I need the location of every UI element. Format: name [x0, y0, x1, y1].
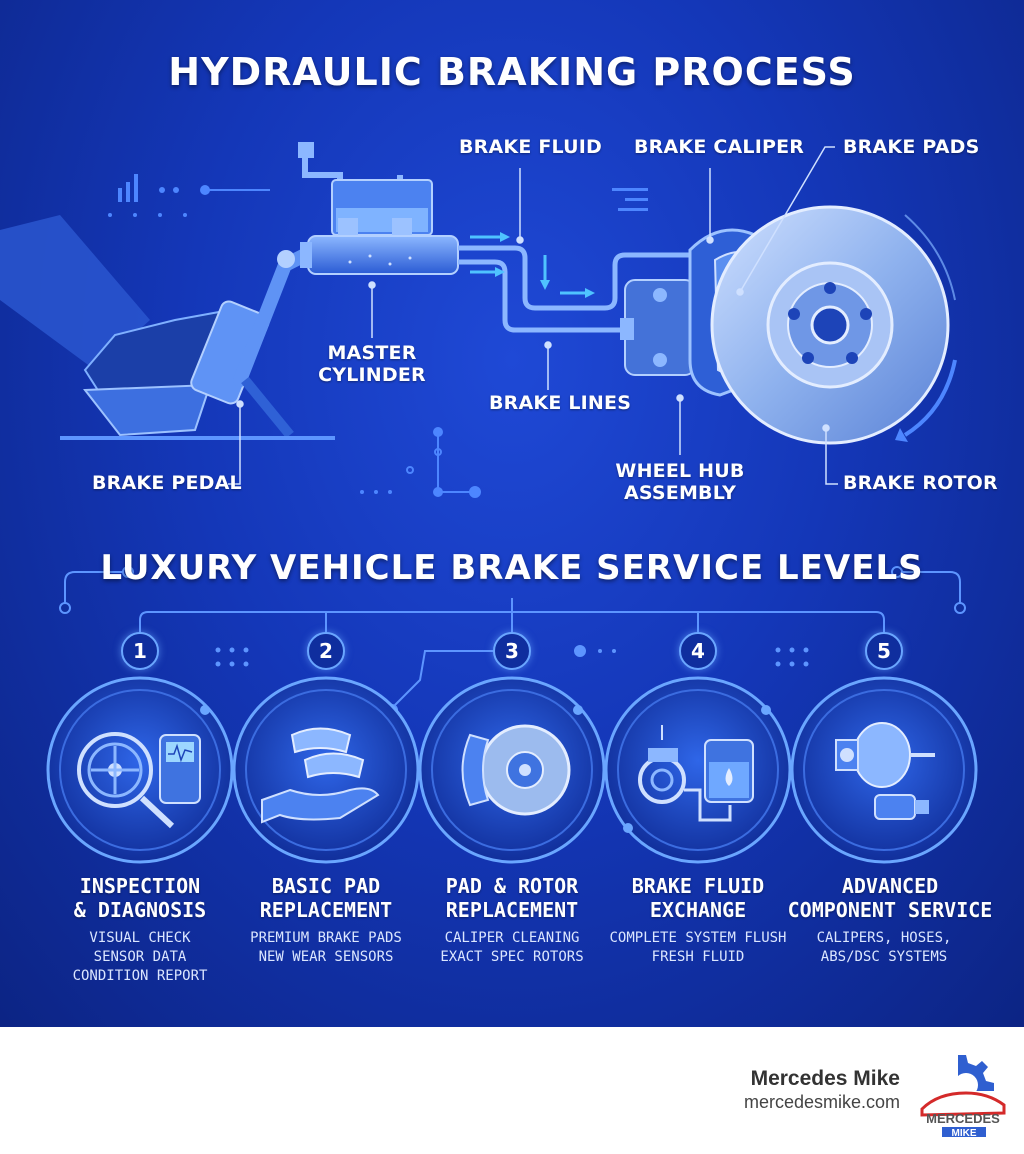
page-title: HYDRAULIC BRAKING PROCESS	[168, 50, 856, 94]
caliper-rotor-icon	[461, 724, 571, 816]
brand-url-link[interactable]: mercedesmike.com	[743, 1092, 900, 1112]
brake-lines-illustration	[458, 235, 700, 333]
service-number-3: 3	[493, 632, 531, 670]
service-number-4: 4	[679, 632, 717, 670]
service-title-2: BASIC PAD REPLACEMENT	[259, 874, 393, 922]
label-brake-caliper: BRAKE CALIPER	[634, 136, 805, 158]
brand-name: Mercedes Mike	[750, 1067, 900, 1090]
service-circle-2	[232, 676, 420, 864]
infographic-poster: HYDRAULIC BRAKING PROCESS BRAKE FLUID BR…	[0, 0, 1024, 1027]
service-circle-3	[418, 676, 606, 864]
service-details-5: CALIPERS, HOSES, ABS/DSC SYSTEMS	[816, 930, 952, 965]
logo-text: MERCEDES	[926, 1111, 1000, 1126]
service-number-5: 5	[865, 632, 903, 670]
service-circle-4	[604, 676, 792, 864]
mercedes-mike-logo-icon: MERCEDES MIKE	[920, 1055, 1006, 1137]
service-number-1: 1	[121, 632, 159, 670]
label-wheel-hub: WHEEL HUB ASSEMBLY	[615, 460, 745, 504]
service-details-3: CALIPER CLEANING EXACT SPEC ROTORS	[440, 930, 584, 965]
brake-pedal-illustration	[0, 215, 337, 440]
dot-grids	[215, 647, 809, 667]
service-details-2: PREMIUM BRAKE PADS NEW WEAR SENSORS	[250, 930, 402, 965]
label-brake-fluid: BRAKE FLUID	[459, 136, 603, 158]
fluid-pump-reservoir-icon	[638, 725, 754, 822]
service-title-1: INSPECTION & DIAGNOSIS	[73, 874, 207, 922]
label-brake-pedal: BRAKE PEDAL	[92, 472, 242, 494]
label-leader-lines	[228, 146, 838, 485]
service-details-4: COMPLETE SYSTEM FLUSH FRESH FLUID	[609, 930, 787, 965]
footer: Mercedes Mike mercedesmike.com MERCEDES …	[0, 1027, 1024, 1154]
brake-rotor-illustration	[710, 205, 957, 445]
service-details-1: VISUAL CHECK SENSOR DATA CONDITION REPOR…	[72, 930, 208, 984]
service-title-3: PAD & ROTOR REPLACEMENT	[445, 874, 579, 922]
wheel-scanner-icon	[77, 732, 201, 829]
brake-booster-icon	[835, 722, 935, 820]
service-title-4: BRAKE FLUID EXCHANGE	[631, 874, 765, 922]
service-title-5: ADVANCED COMPONENT SERVICE	[787, 874, 993, 922]
brake-system-illustration	[0, 142, 978, 864]
service-number-2: 2	[307, 632, 345, 670]
label-brake-rotor: BRAKE ROTOR	[843, 472, 998, 494]
logo-subtext: MIKE	[952, 1128, 977, 1137]
decorative-dots	[108, 174, 648, 217]
brake-pads-hand-icon	[261, 727, 380, 824]
label-brake-lines: BRAKE LINES	[489, 392, 632, 414]
flow-arrows	[495, 232, 595, 298]
master-cylinder-illustration	[298, 142, 459, 275]
services-title: LUXURY VEHICLE BRAKE SERVICE LEVELS	[100, 548, 924, 588]
service-circle-5	[790, 676, 978, 864]
label-master-cylinder: MASTER CYLINDER	[318, 342, 426, 386]
circuit-decoration	[360, 427, 481, 498]
service-circle-1	[46, 676, 234, 864]
label-brake-pads: BRAKE PADS	[843, 136, 980, 158]
